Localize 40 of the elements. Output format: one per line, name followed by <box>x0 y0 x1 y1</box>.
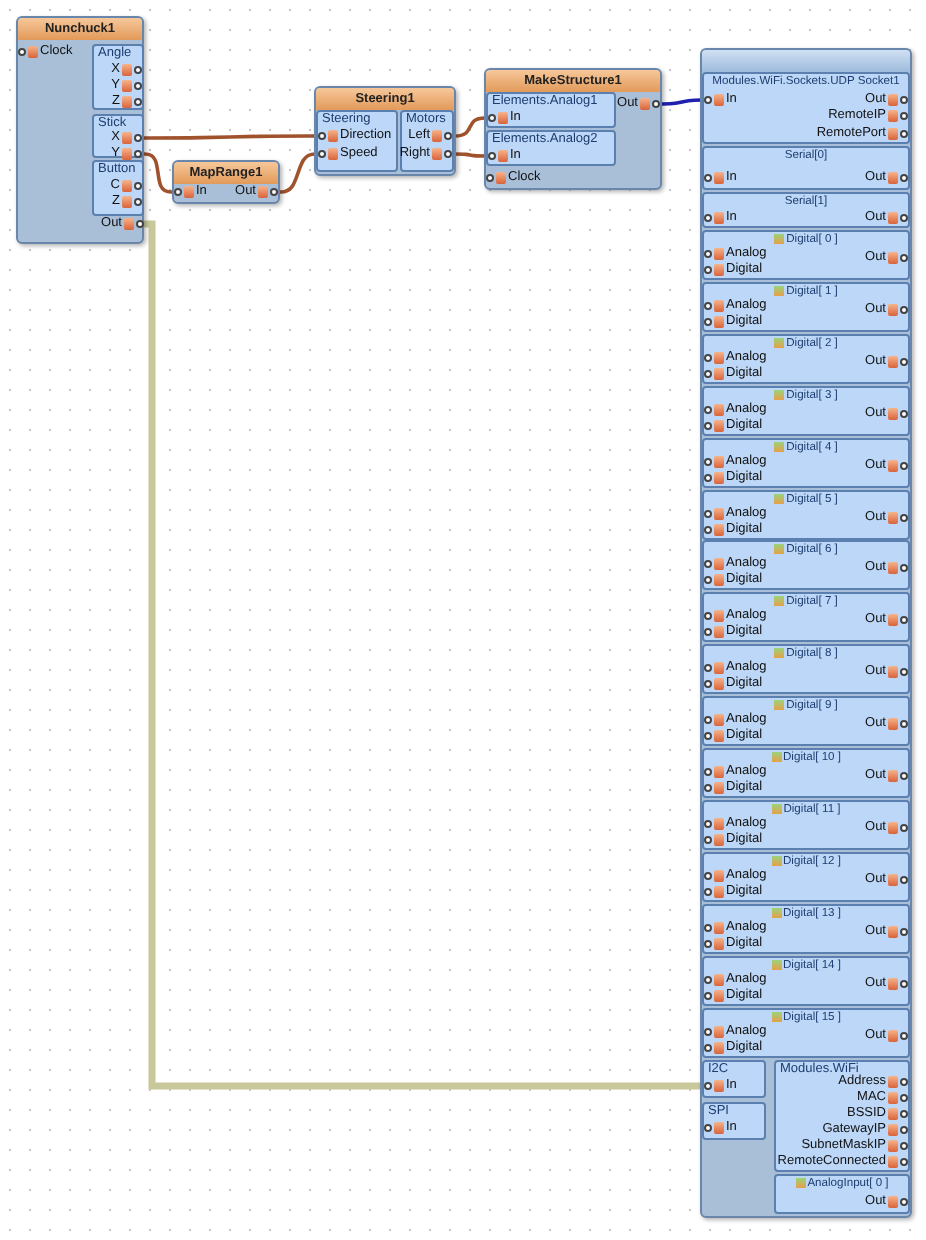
pin-group-panel <box>702 540 910 590</box>
pin-group-panel <box>316 110 398 172</box>
pin-group-panel <box>774 1174 910 1214</box>
pin-group-panel <box>702 1008 910 1058</box>
pin-group-panel <box>702 852 910 902</box>
connection-wire <box>141 220 704 1090</box>
pin-group-panel <box>702 386 910 436</box>
pin-group-panel <box>702 230 910 280</box>
pin-group-panel <box>486 92 616 128</box>
pin-group-panel <box>702 800 910 850</box>
pin-group-panel <box>774 1060 910 1172</box>
pin-group-panel <box>702 1060 766 1098</box>
pin-group-panel <box>702 904 910 954</box>
component-block <box>172 160 280 204</box>
pin-group-panel <box>92 114 144 158</box>
pin-group-panel <box>702 956 910 1006</box>
connection-wire <box>142 152 174 194</box>
pin-group-panel <box>92 44 144 110</box>
component-block <box>700 48 912 1218</box>
connection-wire <box>278 152 318 194</box>
pin-group-panel <box>702 72 910 144</box>
pin-group-panel <box>92 160 144 216</box>
pin-group-panel <box>702 334 910 384</box>
connection-wire <box>142 134 318 140</box>
pin-group-panel <box>702 592 910 642</box>
pin-group-panel <box>702 748 910 798</box>
pin-group-panel <box>702 192 910 228</box>
component-block <box>484 68 662 190</box>
pin-group-panel <box>702 282 910 332</box>
pin-group-panel <box>702 644 910 694</box>
connection-wire <box>660 98 704 106</box>
component-block <box>314 86 456 176</box>
pin-group-panel <box>702 490 910 540</box>
pin-group-panel <box>702 146 910 190</box>
pin-group-panel <box>702 438 910 488</box>
pin-group-panel <box>486 130 616 166</box>
component-block <box>16 16 144 244</box>
pin-group-panel <box>400 110 454 172</box>
pin-group-panel <box>702 1102 766 1140</box>
pin-group-panel <box>702 696 910 746</box>
